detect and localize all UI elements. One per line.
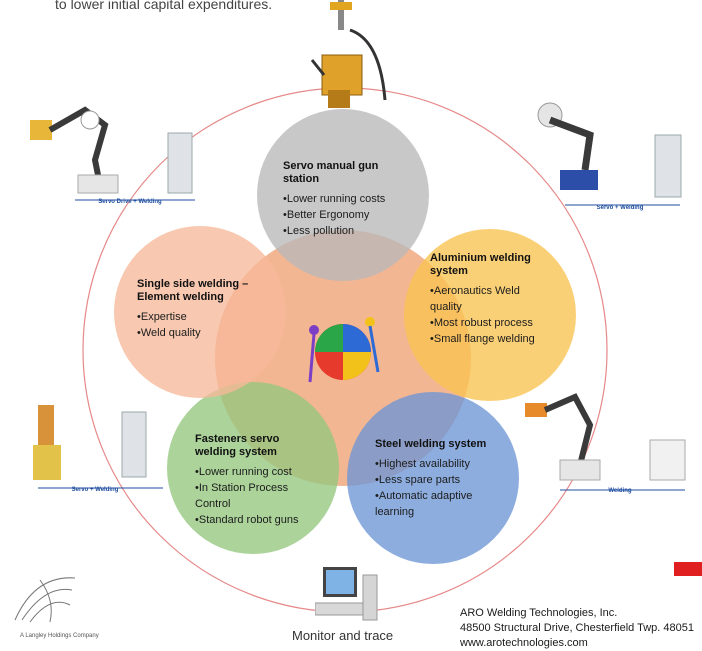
petal-list: •Expertise •Weld quality (137, 309, 267, 341)
station-top-left: Servo Drive + Welding (30, 105, 200, 210)
petal-aluminium-welding: Aluminium welding system •Aeronautics We… (430, 252, 550, 347)
monitor-icon (315, 567, 378, 621)
petal-list: •Highest availability •Less spare parts … (375, 456, 500, 520)
robot-station-image (33, 405, 163, 489)
logo-caption: A Langley Holdings Company (20, 633, 99, 639)
company-address: 48500 Structural Drive, Chesterfield Twp… (460, 622, 694, 634)
petal-steel-welding: Steel welding system •Highest availabili… (375, 438, 500, 520)
company-info: ARO Welding Technologies, Inc. 48500 Str… (460, 606, 694, 651)
station-top-right: Servo + Welding (530, 100, 700, 215)
petal-servo-manual-gun: Servo manual gun station •Lower running … (283, 160, 413, 239)
station-label: Welding (608, 488, 632, 494)
station-label: Servo Drive + Welding (98, 199, 162, 205)
petal-title: Servo manual gun station (283, 160, 379, 185)
petal-item: •Less pollution (283, 225, 355, 237)
petal-circle-single-side (114, 226, 286, 398)
puzzle-people-icon (308, 317, 380, 383)
petal-circle-fasteners-servo (167, 382, 339, 554)
petal-item: •Weld quality (137, 327, 201, 339)
petal-list: •Lower running cost •In Station Process … (195, 464, 320, 528)
petal-list: •Lower running costs •Better Ergonomy •L… (283, 191, 413, 239)
station-bottom-right: Welding (520, 385, 700, 500)
petal-item: •Expertise (137, 311, 187, 323)
petal-title: Steel welding system (375, 438, 487, 450)
petal-item: •In Station Process Control (195, 482, 289, 510)
petal-item: •Better Ergonomy (283, 209, 370, 221)
petal-circle-steel-welding (347, 392, 519, 564)
petal-item: •Standard robot guns (195, 514, 299, 526)
petal-circle-aluminium-welding (404, 229, 576, 401)
petal-title: Aluminium welding system (430, 252, 531, 277)
station-label: Servo + Welding (71, 487, 119, 493)
petal-fasteners-servo: Fasteners servo welding system •Lower ru… (195, 433, 320, 528)
robot-station-image (525, 393, 686, 491)
petal-item: •Highest availability (375, 458, 470, 470)
petal-item: •Small flange welding (430, 333, 535, 345)
monitor-label: Monitor and trace (292, 628, 394, 643)
langley-logo-icon (14, 577, 76, 623)
company-name: ARO Welding Technologies, Inc. (460, 607, 618, 619)
petal-item: •Most robust process (430, 317, 533, 329)
petal-single-side: Single side welding – Element welding •E… (137, 278, 267, 341)
petal-item: •Lower running costs (283, 193, 386, 205)
servo-manual-gun-image (310, 0, 387, 108)
intro-text: to lower initial capital expenditures. (55, 0, 273, 12)
petal-title: Fasteners servo welding system (195, 433, 280, 458)
petal-circle-servo-manual-gun (257, 109, 429, 281)
robot-station-image (30, 106, 195, 201)
petal-list: •Aeronautics Weld quality •Most robust p… (430, 283, 550, 347)
station-label: Servo + Welding (596, 205, 644, 211)
petal-title: Single side welding – Element welding (137, 278, 249, 303)
petal-item: •Aeronautics Weld quality (430, 285, 520, 313)
company-website[interactable]: www.arotechnologies.com (460, 637, 588, 649)
petal-item: •Lower running cost (195, 466, 292, 478)
robot-station-image (537, 102, 682, 206)
red-marker (674, 562, 702, 576)
station-bottom-left: Servo + Welding (28, 400, 168, 500)
petal-item: •Automatic adaptive learning (375, 490, 473, 518)
petal-item: •Less spare parts (375, 474, 461, 486)
